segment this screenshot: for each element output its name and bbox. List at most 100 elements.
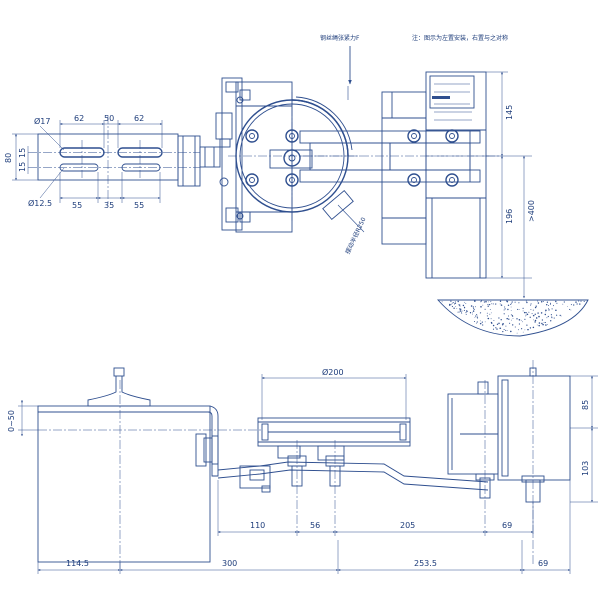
- counterweight-box: [447, 380, 499, 532]
- concrete-dot: [523, 311, 526, 314]
- concrete-dot: [543, 321, 545, 323]
- concrete-dot: [510, 302, 512, 304]
- top-view: 钢丝绳张紧力F 注：图示为左置安装，右置与之对称 摆动半径R250: [12, 34, 589, 337]
- concrete-dot: [498, 322, 500, 325]
- dim-205: 205: [400, 521, 415, 530]
- dim-d12-5: Ø12.5: [28, 198, 52, 208]
- connecting-arm: [177, 112, 233, 187]
- bottom-right-dims: [570, 375, 598, 503]
- concrete-dot: [450, 300, 452, 302]
- dim-35: 35: [104, 201, 114, 210]
- right-housing: [425, 71, 500, 279]
- dim-55a: 55: [72, 201, 82, 210]
- concrete-dot: [544, 313, 547, 316]
- concrete-dot: [453, 307, 455, 309]
- concrete-dot: [481, 321, 483, 323]
- dim-196: 196: [505, 209, 514, 224]
- concrete-dot: [563, 301, 565, 303]
- concrete-dot: [492, 324, 495, 327]
- concrete-dot: [551, 316, 553, 318]
- concrete-dot: [512, 324, 514, 326]
- concrete-dot: [555, 309, 557, 312]
- concrete-dot: [534, 321, 536, 323]
- concrete-dot: [449, 303, 451, 306]
- concrete-dot: [511, 315, 514, 317]
- concrete-dot: [472, 313, 473, 315]
- concrete-dot: [463, 306, 466, 308]
- concrete-dot: [525, 300, 527, 302]
- install-note: 注：图示为左置安装，右置与之对称: [412, 34, 508, 42]
- concrete-dot: [517, 308, 519, 310]
- concrete-dot: [534, 313, 536, 315]
- dim-114-5: 114.5: [66, 559, 89, 568]
- concrete-dot: [496, 328, 498, 330]
- concrete-dot: [507, 308, 509, 311]
- concrete-dot: [482, 324, 484, 326]
- concrete-dot: [454, 303, 455, 305]
- dim-gt400: >400: [527, 200, 536, 222]
- pulley-bolts: [245, 129, 313, 187]
- concrete-dot: [503, 328, 505, 331]
- concrete-dot: [525, 314, 527, 316]
- concrete-foundation: [436, 299, 589, 337]
- concrete-dot: [460, 308, 462, 310]
- concrete-dot: [512, 318, 514, 319]
- concrete-dot: [525, 312, 527, 314]
- concrete-dot: [476, 317, 479, 319]
- concrete-dot: [465, 312, 467, 314]
- concrete-dot: [507, 304, 510, 307]
- concrete-dot: [474, 317, 476, 318]
- concrete-dot: [505, 329, 507, 331]
- concrete-dot: [457, 311, 459, 313]
- concrete-dot: [488, 303, 491, 306]
- support-post: [381, 91, 427, 245]
- concrete-dot: [461, 310, 463, 312]
- swing-radius: 摆动半径R250: [322, 190, 368, 255]
- concrete-dot: [567, 306, 568, 308]
- concrete-dot: [485, 300, 487, 303]
- concrete-dot: [441, 301, 443, 303]
- concrete-dot: [484, 308, 486, 310]
- concrete-dot: [487, 303, 489, 306]
- concrete-dot: [479, 320, 481, 322]
- concrete-dot: [454, 301, 456, 302]
- concrete-dot: [464, 301, 465, 303]
- concrete-dot: [547, 315, 549, 318]
- swing-radius-note: 摆动半径R250: [344, 216, 368, 255]
- concrete-dot: [500, 319, 502, 321]
- dim-d17: Ø17: [34, 116, 50, 126]
- concrete-dot: [465, 314, 467, 315]
- concrete-dot: [532, 309, 534, 311]
- concrete-dot: [492, 328, 495, 330]
- concrete-dot: [544, 321, 547, 324]
- concrete-dot: [522, 310, 524, 312]
- concrete-dot: [569, 308, 571, 310]
- dim-69b: 69: [538, 559, 548, 568]
- concrete-dot: [542, 301, 544, 302]
- concrete-dot: [509, 322, 511, 324]
- concrete-dot: [475, 315, 477, 317]
- concrete-dot: [490, 301, 492, 303]
- concrete-dot: [458, 304, 460, 306]
- concrete-dot: [520, 319, 522, 321]
- concrete-dot: [491, 303, 492, 305]
- concrete-dot: [474, 300, 476, 302]
- concrete-dot: [537, 300, 539, 302]
- concrete-dot: [502, 331, 504, 333]
- concrete-dot: [522, 321, 523, 323]
- concrete-dot: [518, 309, 520, 310]
- concrete-dot: [456, 308, 458, 309]
- concrete-dot: [475, 322, 477, 324]
- concrete-dot: [454, 302, 457, 304]
- concrete-dot: [506, 300, 509, 303]
- concrete-dot: [530, 303, 532, 305]
- concrete-dot: [530, 308, 532, 310]
- concrete-dot: [504, 308, 506, 310]
- dim-56: 56: [310, 521, 320, 530]
- concrete-dot: [490, 318, 492, 320]
- concrete-dot: [537, 312, 539, 314]
- concrete-dot: [573, 304, 575, 306]
- concrete-dot: [534, 319, 537, 322]
- concrete-dot: [529, 316, 531, 318]
- concrete-dot: [514, 326, 516, 328]
